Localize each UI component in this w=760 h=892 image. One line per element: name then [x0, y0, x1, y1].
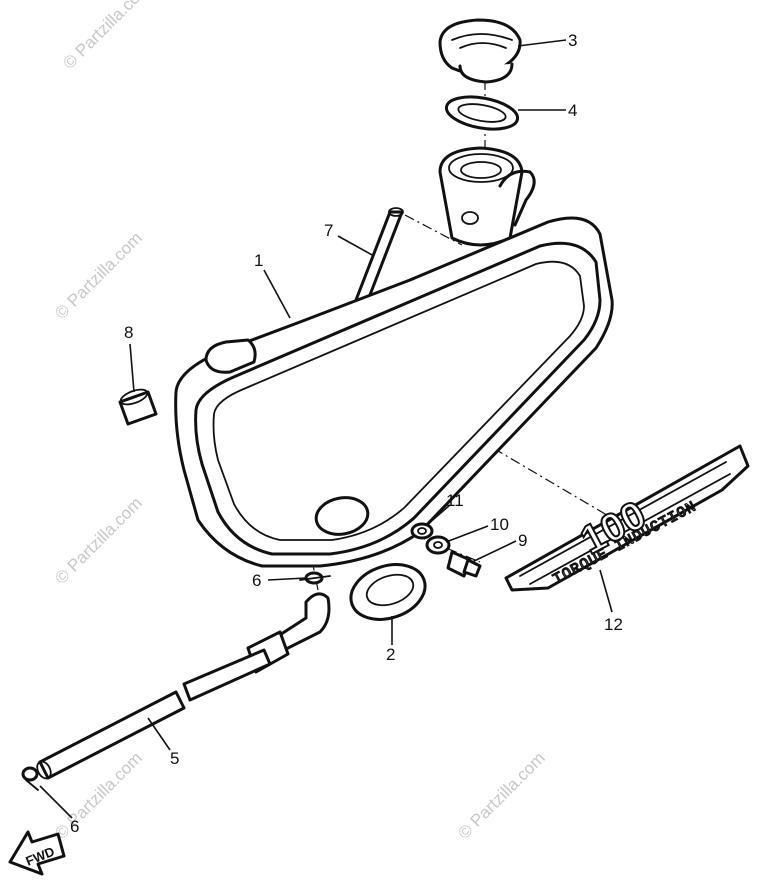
callout-6-lower: 6: [70, 817, 79, 836]
callout-5: 5: [170, 749, 179, 768]
callout-12: 12: [604, 615, 623, 634]
callout-8: 8: [124, 323, 133, 342]
callout-9: 9: [518, 531, 527, 550]
callout-6-upper: 6: [252, 571, 261, 590]
leader-lines: [39, 39, 613, 819]
callout-10: 10: [490, 515, 509, 534]
watermark: © Partzilla.com: [454, 748, 548, 842]
watermark: © Partzilla.com: [59, 0, 153, 73]
hose-clip-lower: [21, 766, 39, 791]
grommet: [349, 563, 427, 621]
cap-gasket: [444, 95, 520, 131]
watermark: © Partzilla.com: [51, 493, 145, 587]
filler-neck: [438, 146, 536, 247]
forward-arrow: FWD: [8, 830, 66, 876]
callout-4: 4: [568, 101, 577, 120]
callout-2: 2: [386, 645, 395, 664]
callout-11: 11: [446, 491, 464, 510]
callout-7: 7: [324, 221, 333, 240]
fuel-hose: [36, 592, 331, 780]
callout-3: 3: [568, 31, 577, 50]
callout-numbers: 3 4 7 1 8 11 10 9 6 2 12 5 6: [70, 31, 623, 836]
fuel-cap: [438, 18, 522, 84]
damper-bushing: [118, 388, 158, 426]
mounting-hardware: [410, 522, 482, 578]
fuel-tank: [174, 216, 614, 568]
decal-emblem: 100 TORQUE INDUCTION: [504, 444, 750, 592]
watermark: © Partzilla.com: [51, 228, 145, 322]
callout-1: 1: [254, 251, 263, 270]
